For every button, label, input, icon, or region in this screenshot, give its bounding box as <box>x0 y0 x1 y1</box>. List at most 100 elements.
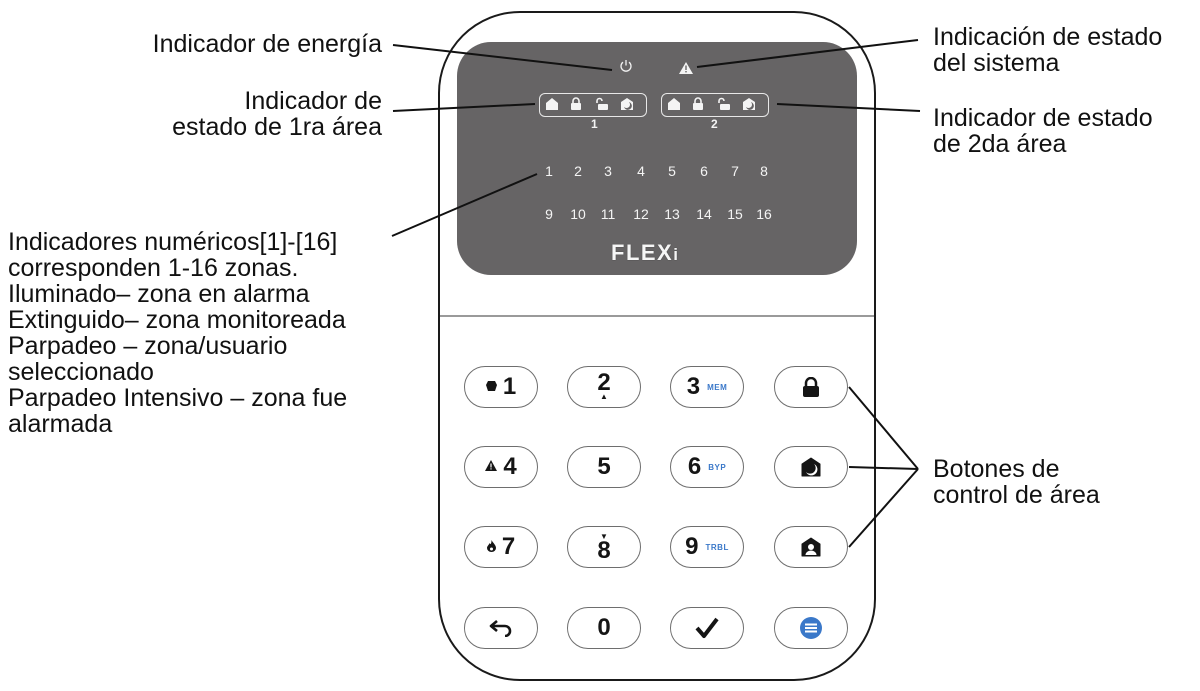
key-4[interactable]: 4 <box>464 446 538 488</box>
zone-indicator-2: 2 <box>574 163 582 179</box>
label-area2-line2: de 2da área <box>933 130 1067 158</box>
zone-indicator-11: 11 <box>600 206 616 222</box>
key-function-label: TRBL <box>705 542 729 552</box>
key-label: 3 <box>686 373 701 400</box>
key-7[interactable]: 7 <box>464 526 538 568</box>
key-back-arrow[interactable] <box>464 607 538 649</box>
panel-divider <box>440 315 874 317</box>
key-night-home[interactable] <box>774 446 848 488</box>
lock-open-icon <box>717 97 731 116</box>
label-area2-line1: Indicador de estado <box>933 104 1153 132</box>
label-area2-status: Indicador de estado de 2da área <box>933 105 1153 157</box>
key-function-label: BYP <box>708 462 727 472</box>
key-number: 6 <box>687 453 702 480</box>
key-8[interactable]: ▼8 <box>567 526 641 568</box>
brand-text: FLEX <box>611 240 674 265</box>
lock-closed-icon <box>570 97 582 116</box>
zone-indicator-7: 7 <box>731 163 739 179</box>
zone-indicator-14: 14 <box>696 206 712 222</box>
key-9[interactable]: 9 TRBL <box>670 526 744 568</box>
key-number: 3 <box>686 373 701 400</box>
key-label: 5 <box>597 453 611 480</box>
key-0[interactable]: 0 <box>567 607 641 649</box>
stay-home-icon <box>801 537 821 557</box>
label-system-line1: Indicación de estado <box>933 23 1163 51</box>
key-number: 0 <box>597 614 611 641</box>
fire-icon <box>486 539 496 555</box>
area2-status-group <box>661 93 769 117</box>
zone-indicator-4: 4 <box>637 163 645 179</box>
label-control-line2: control de área <box>933 481 1100 509</box>
key-number: 7 <box>501 533 516 560</box>
zone-indicator-15: 15 <box>727 206 743 222</box>
home-icon <box>667 97 681 116</box>
key-1[interactable]: 1 <box>464 366 538 408</box>
key-2[interactable]: 2▲ <box>567 366 641 408</box>
zone-desc-line: Parpadeo Intensivo – zona fue <box>8 384 348 412</box>
key-stay-home[interactable] <box>774 526 848 568</box>
zone-indicator-16: 16 <box>756 206 772 222</box>
brand-suffix: i <box>673 245 678 264</box>
zone-desc-line: Indicadores numéricos[1]-[16] <box>8 228 338 256</box>
key-label: ▼8 <box>597 532 611 564</box>
key-check[interactable] <box>670 607 744 649</box>
key-label: 4 <box>503 453 517 480</box>
key-function-label: MEM <box>707 382 728 392</box>
area2-number: 2 <box>711 117 718 131</box>
night-home-icon <box>801 457 821 477</box>
zone-indicator-6: 6 <box>700 163 708 179</box>
key-number: 8 <box>597 537 611 564</box>
shield-icon <box>485 380 497 395</box>
warning-triangle-icon <box>679 61 693 79</box>
night-home-icon <box>620 97 634 116</box>
area1-number: 1 <box>591 117 598 131</box>
key-label: 2▲ <box>597 369 611 401</box>
brand-logo: FLEXi <box>611 240 678 266</box>
key-label: 7 <box>501 533 516 560</box>
zone-desc-line: corresponden 1-16 zonas. <box>8 254 299 282</box>
key-lock[interactable] <box>774 366 848 408</box>
key-number: 2 <box>597 369 611 396</box>
key-6[interactable]: 6 BYP <box>670 446 744 488</box>
label-power-indicator: Indicador de energía <box>152 30 382 58</box>
zone-indicator-13: 13 <box>664 206 680 222</box>
night-home-icon <box>742 97 756 116</box>
lock-icon <box>802 377 820 397</box>
key-number: 5 <box>597 453 611 480</box>
zone-desc-line: Parpadeo – zona/usuario <box>8 332 288 360</box>
key-menu[interactable] <box>774 607 848 649</box>
key-number: 9 <box>685 533 699 560</box>
zone-indicator-9: 9 <box>545 206 553 222</box>
label-zone-indicators: Indicadores numéricos[1]-[16] correspond… <box>8 229 347 437</box>
arrow-up-icon: ▲ <box>600 392 608 401</box>
arrow-down-icon: ▼ <box>600 532 608 541</box>
zone-indicator-1: 1 <box>545 163 553 179</box>
lock-closed-icon <box>692 97 704 116</box>
label-area1-line2: estado de 1ra área <box>172 113 382 141</box>
zone-desc-line: Extinguido– zona monitoreada <box>8 306 346 334</box>
key-3[interactable]: 3 MEM <box>670 366 744 408</box>
home-icon <box>545 97 559 116</box>
key-label: 6 <box>687 453 702 480</box>
menu-icon <box>800 617 822 639</box>
area1-status-group <box>539 93 647 117</box>
label-area-control-buttons: Botones de control de área <box>933 456 1100 508</box>
label-area1-line1: Indicador de <box>244 87 382 115</box>
zone-desc-line: Iluminado– zona en alarma <box>8 280 310 308</box>
key-number: 4 <box>503 453 517 480</box>
label-control-line1: Botones de <box>933 455 1060 483</box>
lock-open-icon <box>595 97 609 116</box>
back-arrow-icon <box>488 619 514 637</box>
check-icon <box>695 617 719 639</box>
zone-desc-line: alarmada <box>8 410 113 438</box>
zone-indicator-12: 12 <box>633 206 649 222</box>
warning-icon <box>485 460 498 474</box>
zone-indicator-10: 10 <box>570 206 586 222</box>
zone-desc-line: seleccionado <box>8 358 154 386</box>
power-icon <box>619 59 633 78</box>
zone-indicator-3: 3 <box>604 163 612 179</box>
key-label: 0 <box>597 614 611 641</box>
key-label: 9 <box>685 533 699 560</box>
key-label: 1 <box>503 375 516 399</box>
key-5[interactable]: 5 <box>567 446 641 488</box>
